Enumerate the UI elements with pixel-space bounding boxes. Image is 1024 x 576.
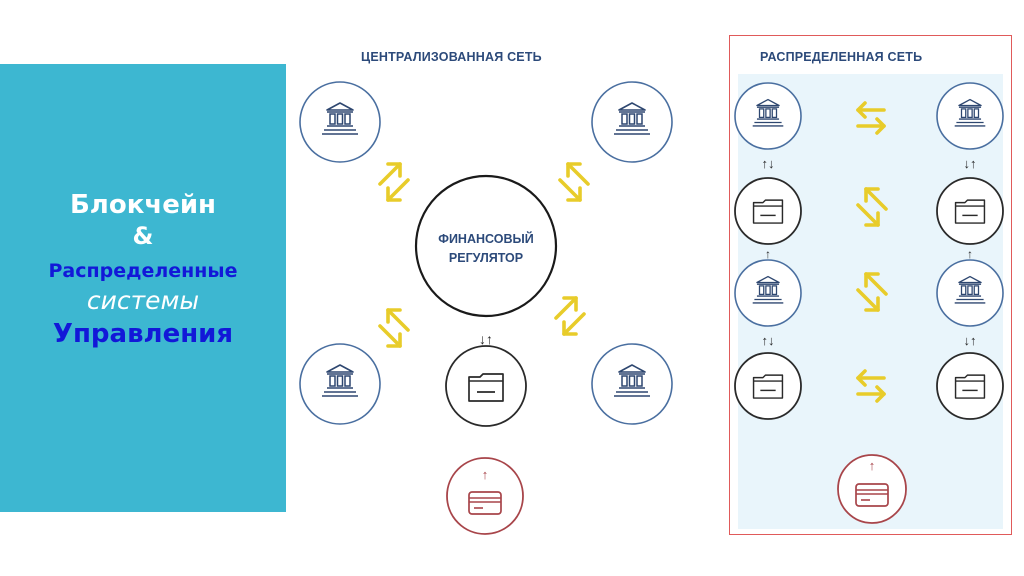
exchange-arrow-icon <box>856 272 888 312</box>
hub-label-line1: ФИНАНСОВЫЙ <box>438 231 533 246</box>
exchange-arrow-icon <box>856 369 886 403</box>
dist-bank-lower-right <box>936 259 1004 327</box>
dist-folder-upper-left <box>734 177 802 245</box>
bank-node-top-right <box>591 81 673 163</box>
dist-card-up-arrow: ↑ <box>869 458 876 473</box>
regulator-hub-circle <box>414 174 558 318</box>
bank-node-bottom-right <box>591 343 673 425</box>
exchange-arrow-icon <box>856 187 888 227</box>
title-line-ampersand: & <box>132 222 154 250</box>
title-line-distributed: Распределенные <box>48 260 238 282</box>
dist-bank-top-right <box>936 82 1004 150</box>
dist-folder-bottom-right <box>936 352 1004 420</box>
exchange-arrow-icon <box>558 162 590 202</box>
title-line-management: Управления <box>52 319 234 349</box>
dist-arrow-left-2: ↑ <box>765 247 771 261</box>
dist-arrows-right-1: ↓↑ <box>964 156 977 171</box>
title-line-blockchain: Блокчейн <box>69 190 217 220</box>
slide-title: Блокчейн & Распределенные системы Управл… <box>0 188 286 352</box>
bank-node-bottom-left <box>299 343 381 425</box>
exchange-arrow-icon <box>856 101 886 135</box>
title-line-systems: системы <box>86 286 200 315</box>
exchange-arrow-icon <box>554 296 586 336</box>
card-node-center <box>446 457 524 535</box>
distributed-network-heading: РАСПРЕДЕЛЕННАЯ СЕТЬ <box>760 50 923 64</box>
dist-card-node <box>837 454 907 524</box>
dist-folder-bottom-left <box>734 352 802 420</box>
folder-node-center <box>445 345 527 427</box>
dist-arrows-right-3: ↓↑ <box>964 333 977 348</box>
exchange-arrow-icon <box>378 162 410 202</box>
card-up-arrow: ↑ <box>482 467 489 482</box>
exchange-arrow-icon <box>378 308 410 348</box>
hub-label-line2: РЕГУЛЯТОР <box>449 251 523 265</box>
folder-exchange-arrows: ↓↑ <box>479 331 493 347</box>
bank-node-top-left <box>299 81 381 163</box>
centralized-network-heading: ЦЕНТРАЛИЗОВАННАЯ СЕТЬ <box>361 50 542 64</box>
dist-bank-top-left <box>734 82 802 150</box>
dist-bank-lower-left <box>734 259 802 327</box>
dist-arrows-left-3: ↑↓ <box>762 333 775 348</box>
dist-arrows-left-1: ↑↓ <box>762 156 775 171</box>
dist-folder-upper-right <box>936 177 1004 245</box>
dist-arrow-right-2: ↑ <box>967 247 973 261</box>
title-panel <box>0 64 286 512</box>
